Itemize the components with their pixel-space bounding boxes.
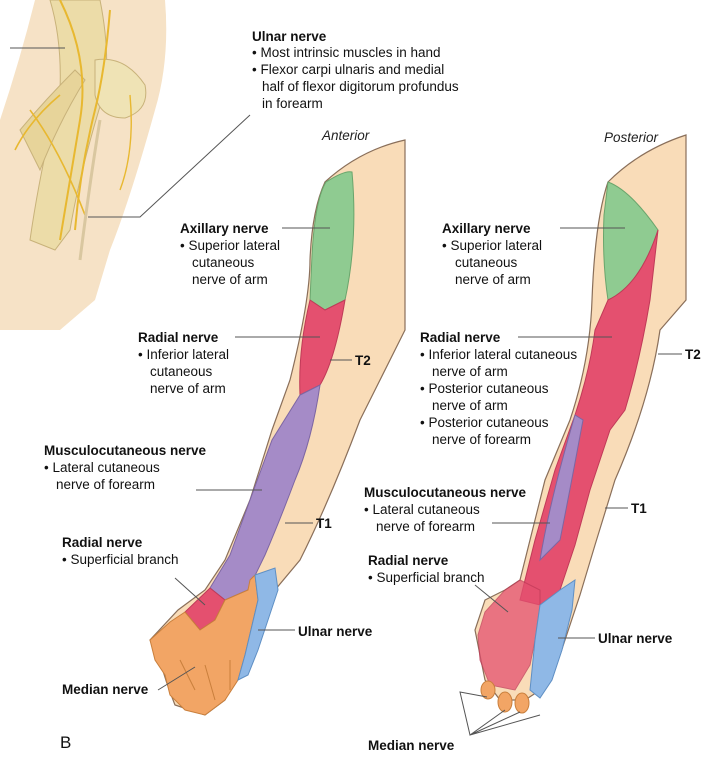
posterior-arm — [459, 134, 687, 736]
inset-ulnar-leader — [88, 114, 251, 218]
posterior-radial-superficial-leader — [474, 584, 509, 613]
posterior-radial-hand-zone — [477, 579, 541, 691]
inset-ulna-bone — [19, 69, 86, 172]
anterior-radial-title: Radial nerve — [138, 330, 219, 345]
anterior-ulnar-zone — [237, 567, 279, 681]
anterior-axillary-line-2: cutaneous — [192, 255, 255, 270]
anterior-view-title: Anterior — [321, 128, 370, 143]
posterior-radial-line-2: nerve of arm — [432, 364, 508, 379]
posterior-radial-line-5: • Posterior cutaneous — [420, 415, 549, 430]
posterior-musculo-title: Musculocutaneous nerve — [364, 485, 527, 500]
inset-nerve-2 — [74, 9, 111, 231]
posterior-musculo-line-2: nerve of forearm — [376, 519, 475, 534]
elbow-anatomy-inset — [0, 0, 251, 330]
inset-nerve-4 — [14, 94, 61, 151]
posterior-fingertip-1 — [480, 680, 496, 700]
anterior-radial-superficial-line-1: • Superficial branch — [62, 552, 179, 567]
anterior-t1-label: T1 — [316, 516, 332, 531]
posterior-axillary-line-2: cutaneous — [455, 255, 518, 270]
inset-bullet-4: in forearm — [262, 96, 323, 111]
anterior-musculo-line-1: • Lateral cutaneous — [44, 460, 160, 475]
inset-tendon — [78, 119, 102, 261]
posterior-axillary-title: Axillary nerve — [442, 221, 531, 236]
posterior-view-title: Posterior — [604, 130, 659, 145]
inset-bullet-3: half of flexor digitorum profundus — [262, 79, 459, 94]
anterior-axillary-line-3: nerve of arm — [192, 272, 268, 287]
posterior-fingertip-2 — [497, 691, 513, 713]
anterior-median-leader — [157, 666, 196, 691]
inset-bullet-2: • Flexor carpi ulnaris and medial — [252, 62, 444, 77]
anterior-finger-lines — [179, 659, 231, 701]
anterior-median-label: Median nerve — [62, 682, 149, 697]
posterior-radial-line-1: • Inferior lateral cutaneous — [420, 347, 577, 362]
anterior-radial-line-1: • Inferior lateral — [138, 347, 229, 362]
anterior-ulnar-label: Ulnar nerve — [298, 624, 373, 639]
inset-nerve-5 — [119, 94, 132, 191]
posterior-radial-line-6: nerve of forearm — [432, 432, 531, 447]
posterior-axillary-line-1: • Superior lateral — [442, 238, 542, 253]
anterior-radial-line-3: nerve of arm — [150, 381, 226, 396]
anterior-musculo-title: Musculocutaneous nerve — [44, 443, 207, 458]
posterior-radial-title: Radial nerve — [420, 330, 501, 345]
posterior-radial-line-4: nerve of arm — [432, 398, 508, 413]
anterior-axillary-title: Axillary nerve — [180, 221, 269, 236]
posterior-ulnar-label: Ulnar nerve — [598, 631, 673, 646]
posterior-median-leaders — [459, 691, 541, 736]
inset-bullet-1: • Most intrinsic muscles in hand — [252, 45, 441, 60]
posterior-t1-label: T1 — [631, 501, 647, 516]
posterior-radial-superficial-line-1: • Superficial branch — [368, 570, 485, 585]
posterior-median-label: Median nerve — [368, 738, 455, 753]
figure-label: B — [60, 733, 71, 752]
posterior-axillary-line-3: nerve of arm — [455, 272, 531, 287]
inset-title: Ulnar nerve — [252, 29, 327, 44]
anterior-radial-superficial-title: Radial nerve — [62, 535, 143, 550]
posterior-ulnar-zone — [529, 578, 576, 699]
anterior-radial-superficial-leader — [174, 577, 206, 606]
anterior-axillary-zone — [309, 171, 355, 311]
anterior-axillary-line-1: • Superior lateral — [180, 238, 280, 253]
posterior-musculo-zone — [539, 414, 584, 562]
anterior-musculo-line-2: nerve of forearm — [56, 477, 155, 492]
posterior-musculo-line-1: • Lateral cutaneous — [364, 502, 480, 517]
anterior-t2-label: T2 — [355, 353, 371, 368]
posterior-t2-label: T2 — [685, 347, 701, 362]
anterior-arm — [149, 139, 406, 716]
posterior-fingertip-3 — [514, 692, 530, 714]
anterior-radial-line-2: cutaneous — [150, 364, 213, 379]
posterior-radial-superficial-title: Radial nerve — [368, 553, 449, 568]
inset-elbow-condyle — [94, 58, 147, 119]
posterior-radial-line-3: • Posterior cutaneous — [420, 381, 549, 396]
inset-nerve-1 — [59, 0, 84, 241]
